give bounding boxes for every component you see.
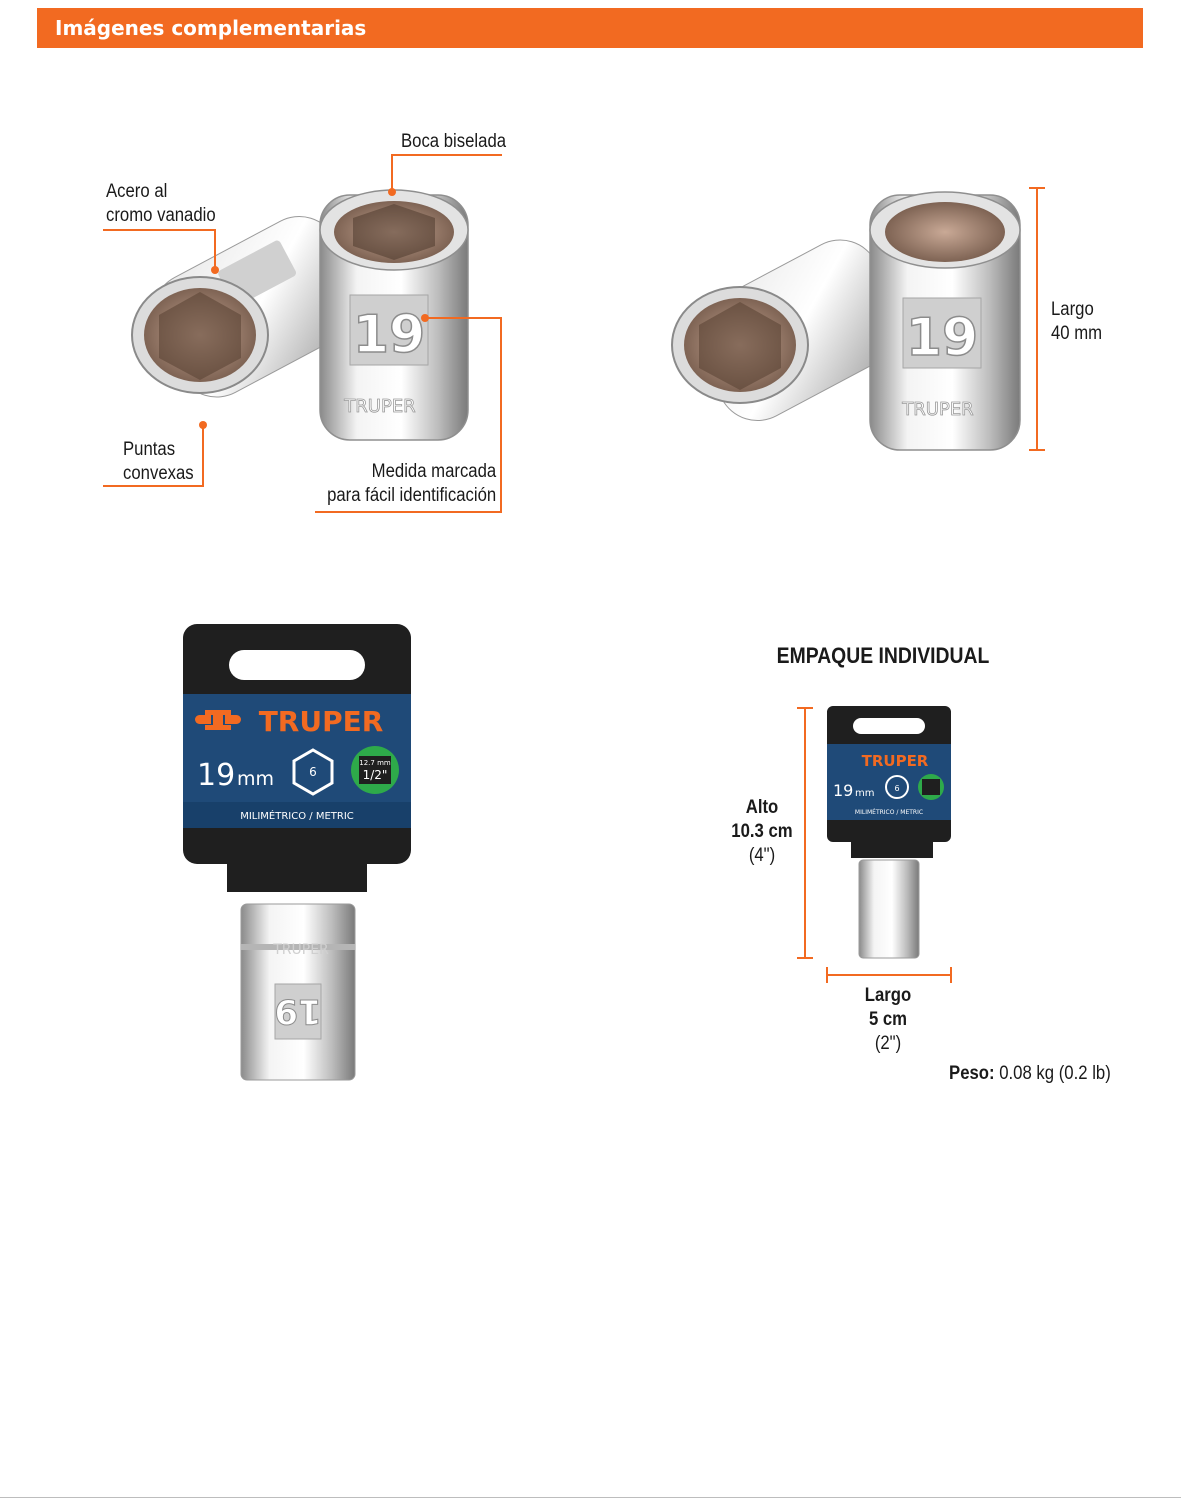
label-steel-line2: cromo vanadio — [106, 205, 216, 226]
package-card-unit: mm — [855, 788, 874, 799]
truper-logo-icon — [195, 710, 241, 730]
section-title: Imágenes complementarias — [55, 16, 367, 40]
card-system: MILIMÉTRICO / METRIC — [240, 809, 354, 822]
package-title: EMPAQUE INDIVIDUAL — [776, 643, 990, 668]
section-header: Imágenes complementarias — [37, 8, 1143, 48]
package-card-size: 19 — [833, 781, 853, 800]
package-dimensions-illustration: TRUPER 19 mm 6 MILIMÉTRICO / METRIC — [797, 706, 952, 983]
weight-value: 0.08 kg (0.2 lb) — [999, 1063, 1111, 1084]
card-size-unit: mm — [237, 768, 274, 790]
packaged-socket-card: TRUPER 19 mm 6 12.7 mm 1/2" MILIMÉTRICO … — [183, 624, 411, 1081]
label-tips: Puntas convexas — [123, 438, 194, 486]
length-dimension-label: Largo 40 mm — [1051, 298, 1102, 346]
label-steel: Acero al cromo vanadio — [106, 180, 216, 228]
card-drive-in: 1/2" — [363, 768, 388, 782]
page-bottom-rule — [0, 1497, 1181, 1498]
package-weight: Peso: 0.08 kg (0.2 lb) — [949, 1062, 1111, 1086]
socket-features-illustration: 19 TRUPER — [103, 154, 502, 513]
socket-size-engraving: 19 — [353, 305, 425, 365]
height-value: 10.3 cm — [731, 821, 793, 842]
package-card-brand: TRUPER — [862, 752, 929, 770]
card-drive-mm: 12.7 mm — [359, 759, 391, 767]
package-width-label: Largo 5 cm (2") — [844, 984, 932, 1056]
weight-label: Peso: — [949, 1063, 995, 1084]
hang-hole — [229, 650, 365, 680]
package-card-points: 6 — [894, 784, 899, 793]
card-size-value: 19 — [197, 758, 235, 793]
socket-brand-engraving-2: TRUPER — [901, 399, 973, 420]
socket-upright: 19 TRUPER — [319, 189, 469, 441]
socket-length-illustration: 19 TRUPER — [671, 187, 1045, 451]
hex-points-icon — [292, 748, 334, 796]
card-socket-number: 19 — [274, 991, 321, 1031]
height-inches: (4") — [748, 845, 776, 866]
length-label: Largo — [1051, 299, 1094, 320]
card-points: 6 — [309, 765, 317, 779]
label-tips-line2: convexas — [123, 463, 194, 484]
card-brand: TRUPER — [259, 705, 384, 738]
package-card-system: MILIMÉTRICO / METRIC — [855, 808, 923, 816]
length-value: 40 mm — [1051, 323, 1103, 344]
height-label: Alto — [745, 797, 779, 818]
width-inches: (2") — [874, 1033, 902, 1054]
label-bevel: Boca biselada — [401, 131, 507, 152]
label-marked-line2: para fácil identificación — [326, 485, 496, 506]
card-socket-engraving: TRUPER — [272, 942, 329, 958]
socket-brand-engraving: TRUPER — [343, 396, 415, 417]
label-tips-line1: Puntas — [123, 439, 176, 460]
package-height-label: Alto 10.3 cm (4") — [718, 796, 806, 868]
width-value: 5 cm — [868, 1009, 908, 1030]
label-marked-line1: Medida marcada — [371, 461, 496, 482]
label-steel-line1: Acero al — [106, 181, 168, 202]
label-marked: Medida marcada para fácil identificación — [327, 460, 496, 508]
socket-size-engraving-2: 19 — [906, 308, 978, 368]
width-label: Largo — [864, 985, 912, 1006]
